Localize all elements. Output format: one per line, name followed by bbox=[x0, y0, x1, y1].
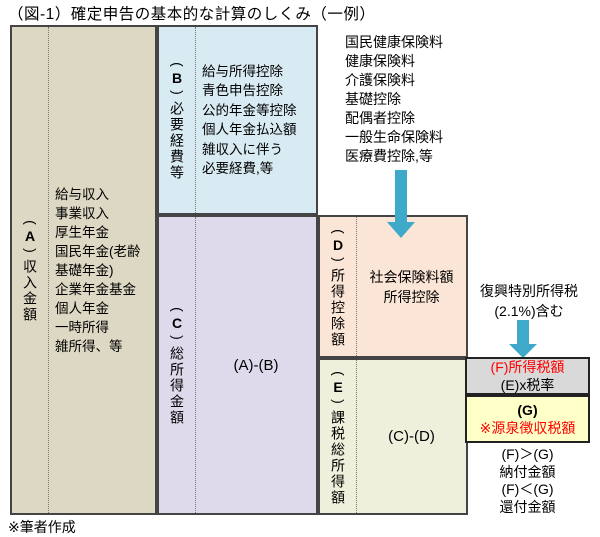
formula-c-minus-d: (C)-(D) bbox=[388, 428, 435, 445]
cell-gross-income: ( C ) 総所得金額 (A)-(B) bbox=[157, 215, 318, 515]
recovery-tax-note: 復興特別所得税 (2.1%)含む bbox=[480, 283, 578, 319]
paren-open: ( bbox=[330, 228, 347, 234]
arrow-shaft bbox=[517, 320, 529, 344]
cell-e-header: ( E ) 課税総所得額 bbox=[320, 360, 357, 513]
cell-e-label: 課税総所得額 bbox=[330, 409, 346, 506]
social-insurance-deduction-text: 社会保険料額 所得控除 bbox=[369, 268, 454, 305]
arrow-down-icon bbox=[387, 170, 415, 238]
cell-e-body: (C)-(D) bbox=[357, 360, 466, 513]
cell-d-body: 社会保険料額 所得控除 bbox=[357, 217, 466, 356]
paren-open: ( bbox=[330, 370, 347, 376]
cell-necessary-expenses: ( B ) 必要経費等 給与所得控除 青色申告控除 公的年金等控除 個人年金払込… bbox=[157, 25, 318, 215]
cell-a-body: 給与収入 事業収入 厚生年金 国民年金(老齢 基礎年金) 企業年金基金 個人年金… bbox=[49, 27, 155, 513]
paren-close: ) bbox=[330, 256, 347, 262]
cell-income-amount: ( A ) 収入金額 給与収入 事業収入 厚生年金 国民年金(老齢 基礎年金) … bbox=[10, 25, 157, 515]
cell-b-label: 必要経費等 bbox=[169, 101, 185, 181]
arrow-head bbox=[509, 344, 537, 358]
cell-c-label: 総所得金額 bbox=[169, 346, 185, 426]
author-note: ※筆者作成 bbox=[8, 519, 76, 535]
formula-a-minus-b: (A)-(B) bbox=[233, 356, 279, 374]
cell-d-header: ( D ) 所得控除額 bbox=[320, 217, 357, 356]
cell-a-header: ( A ) 収入金額 bbox=[12, 27, 49, 513]
paren-open: ( bbox=[169, 307, 186, 312]
paren-open: ( bbox=[22, 220, 39, 225]
cell-b-letter: B bbox=[171, 70, 183, 86]
insurance-deduction-list: 国民健康保険料 健康保険料 介護保険料 基礎控除 配偶者控除 一般生命保険料 医… bbox=[345, 34, 443, 164]
arrow-head bbox=[387, 222, 415, 238]
cell-c-letter: C bbox=[171, 315, 183, 331]
income-tax-formula: (E)x税率 bbox=[500, 377, 555, 393]
cell-c-header: ( C ) 総所得金額 bbox=[159, 217, 196, 513]
arrow-shaft bbox=[395, 170, 407, 222]
withholding-tax-label: ※源泉徴収税額 bbox=[479, 420, 576, 436]
expense-items-list: 給与所得控除 青色申告控除 公的年金等控除 個人年金払込額 雑収入に伴う 必要経… bbox=[202, 63, 297, 177]
cell-income-deduction: ( D ) 所得控除額 社会保険料額 所得控除 bbox=[318, 215, 468, 358]
income-tax-label: (F)所得税額 bbox=[490, 359, 565, 375]
paren-open: ( bbox=[169, 62, 186, 67]
arrow-down-icon bbox=[509, 320, 537, 358]
cell-b-body: 給与所得控除 青色申告控除 公的年金等控除 個人年金払込額 雑収入に伴う 必要経… bbox=[196, 27, 316, 213]
diagram-title: （図-1）確定申告の基本的な計算のしくみ（一例） bbox=[8, 6, 376, 23]
cell-e-letter: E bbox=[333, 378, 343, 395]
paren-close: ) bbox=[169, 90, 186, 95]
cell-d-letter: D bbox=[332, 236, 344, 253]
paren-close: ) bbox=[22, 248, 39, 253]
box-income-tax: (F)所得税額 (E)x税率 bbox=[465, 357, 590, 395]
box-withholding-tax: (G) ※源泉徴収税額 bbox=[465, 395, 590, 443]
cell-b-header: ( B ) 必要経費等 bbox=[159, 27, 196, 213]
cell-a-letter: A bbox=[24, 228, 36, 244]
paren-close: ) bbox=[169, 335, 186, 340]
paren-close: ) bbox=[330, 398, 347, 404]
withholding-tax-letter: (G) bbox=[517, 402, 538, 418]
cell-d-label: 所得控除額 bbox=[330, 267, 346, 348]
cell-taxable-income: ( E ) 課税総所得額 (C)-(D) bbox=[318, 358, 468, 515]
income-items-list: 給与収入 事業収入 厚生年金 国民年金(老齢 基礎年金) 企業年金基金 個人年金… bbox=[55, 186, 141, 354]
cell-a-label: 収入金額 bbox=[22, 259, 38, 323]
payment-refund-comparison: (F)＞(G) 納付金額 (F)＜(G) 還付金額 bbox=[499, 446, 556, 515]
cell-c-body: (A)-(B) bbox=[196, 217, 316, 513]
